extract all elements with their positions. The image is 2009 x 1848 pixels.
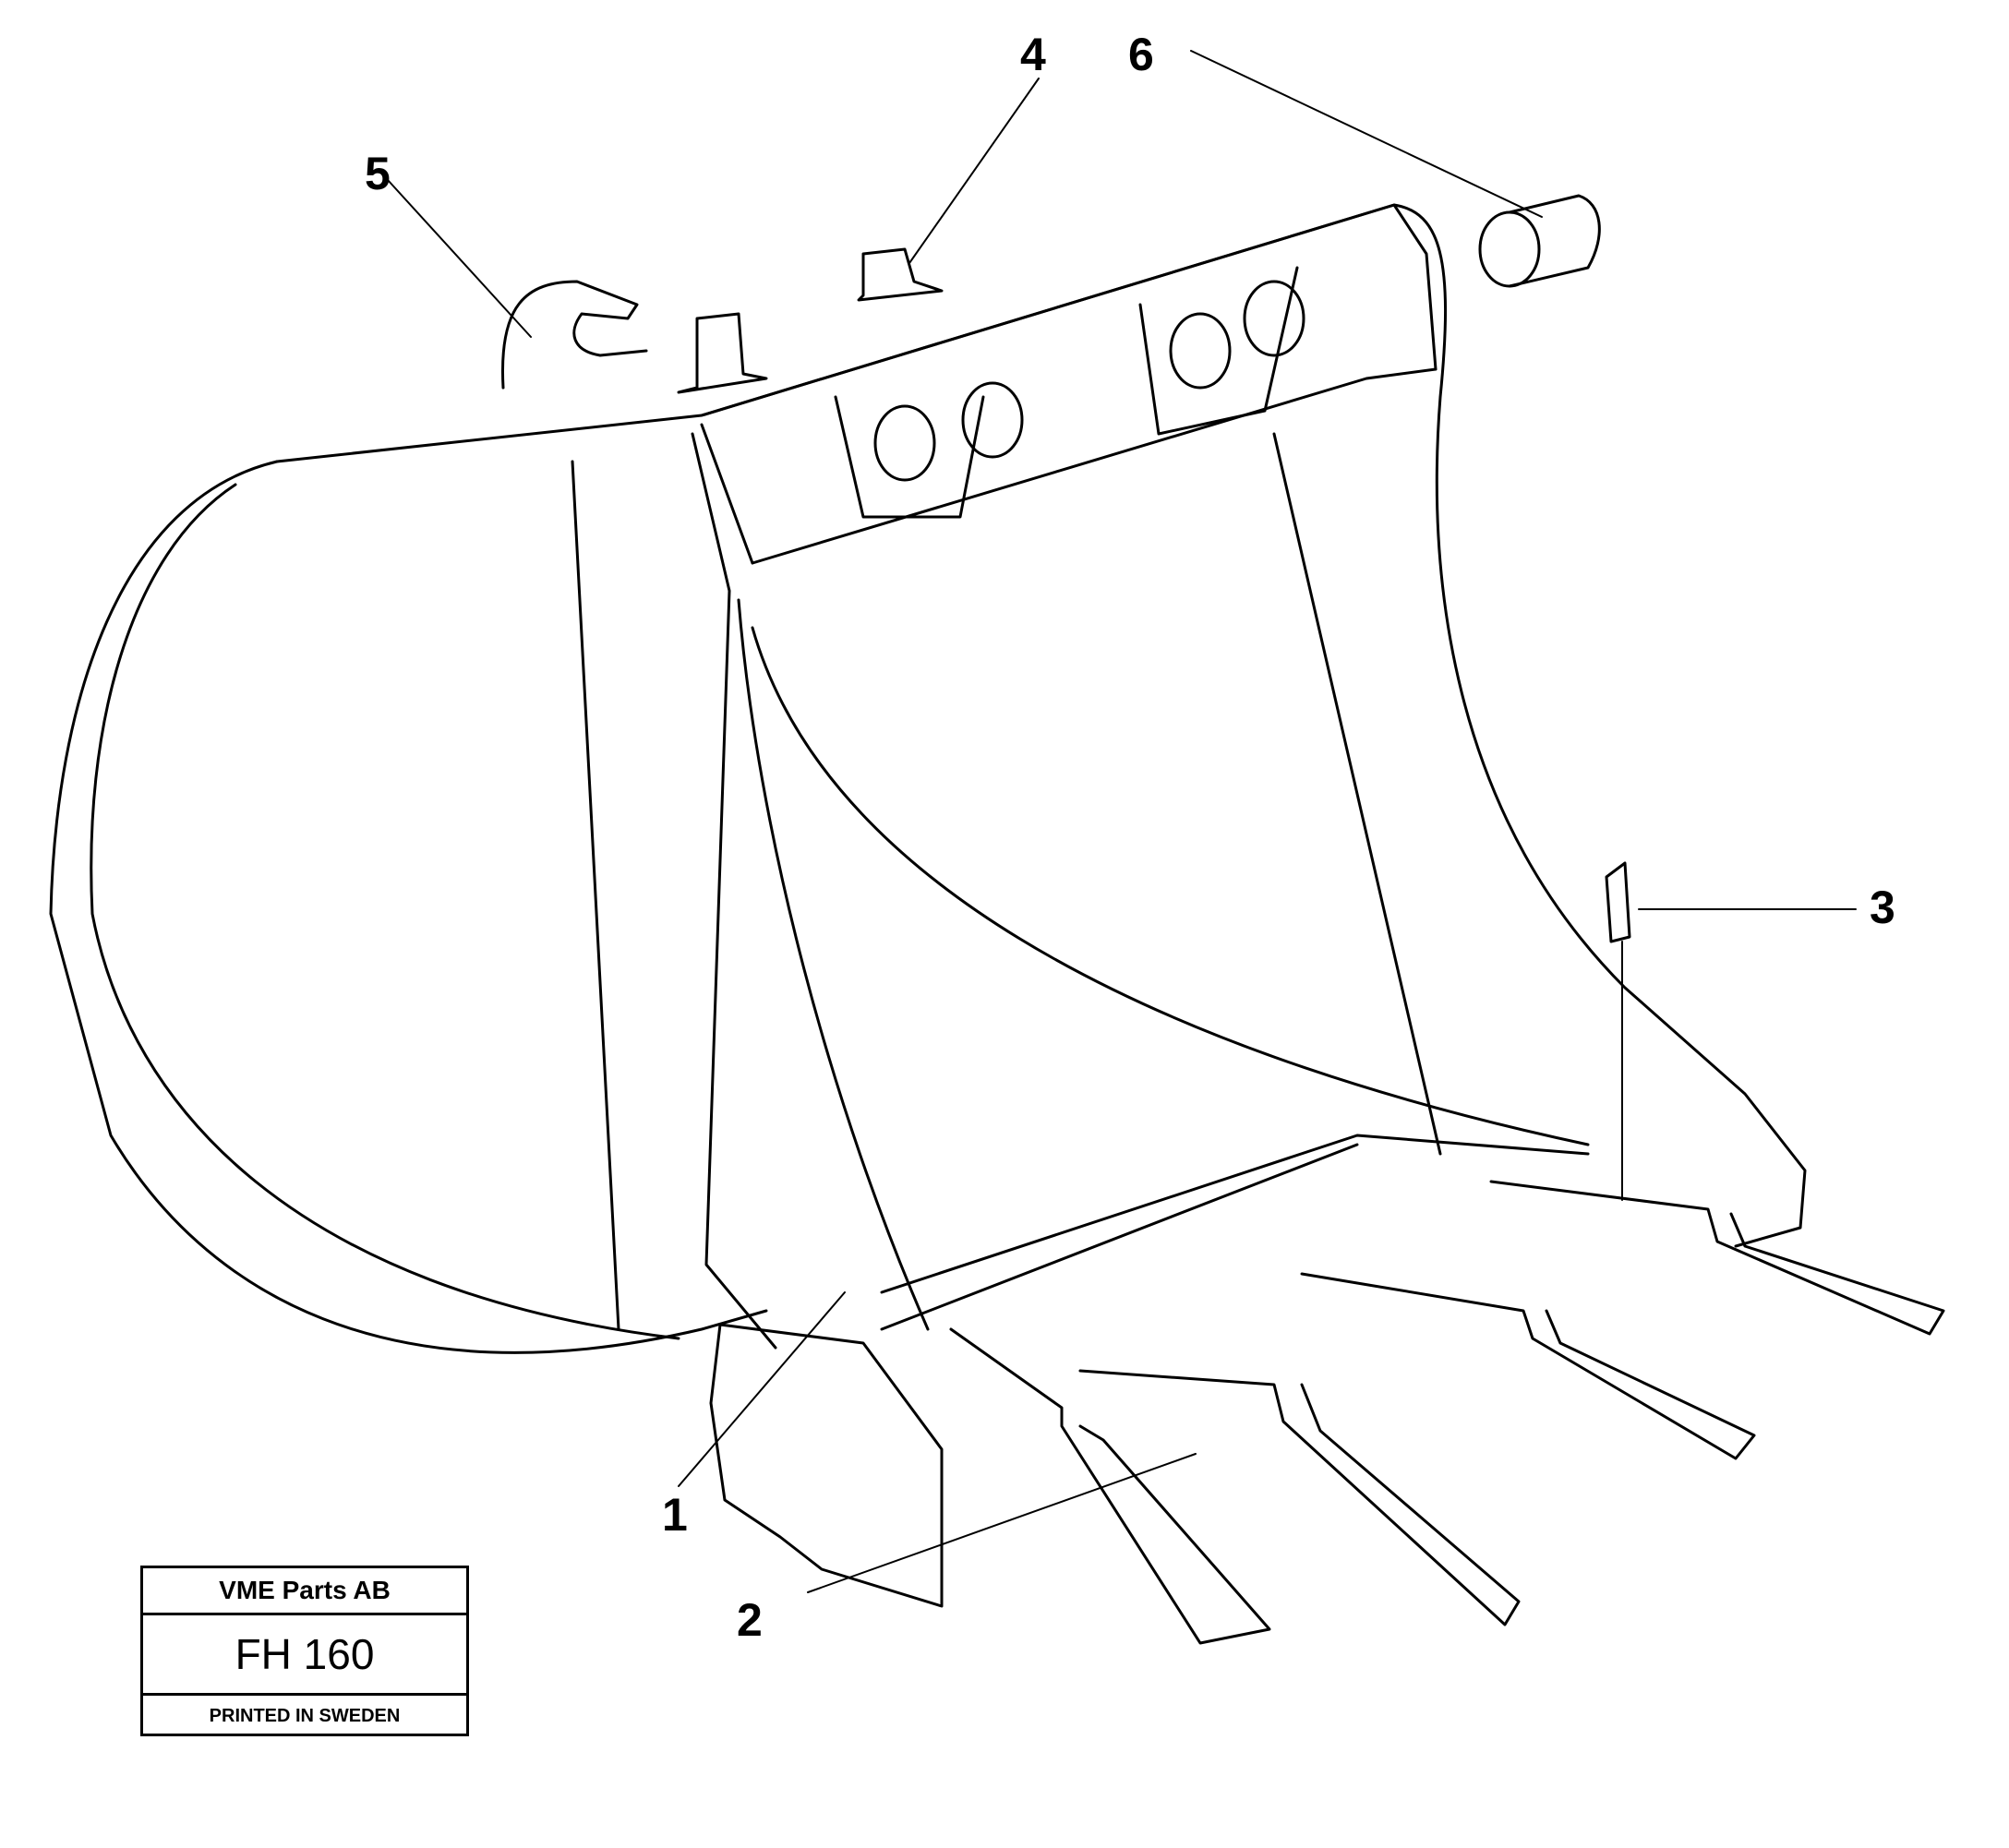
pin-body [1508, 194, 1601, 288]
callout-2: 2 [737, 1594, 763, 1646]
title-block: VME Parts AB FH 160 PRINTED IN SWEDEN [140, 1566, 469, 1736]
lifting-eye [857, 247, 944, 302]
printed-label: PRINTED IN SWEDEN [209, 1706, 401, 1726]
callout-1: 1 [662, 1489, 688, 1541]
leader-line-4 [908, 78, 1040, 264]
callout-5: 5 [365, 148, 391, 199]
callout-3: 3 [1870, 882, 1895, 933]
leader-line-2 [807, 1453, 1197, 1593]
pin-lug-hole [873, 404, 936, 482]
tooth-pin [1605, 861, 1631, 943]
callout-6: 6 [1128, 29, 1154, 80]
pin-end [1478, 210, 1541, 288]
model-number: FH 160 [143, 1615, 466, 1696]
hook [500, 280, 648, 390]
bucket-shell [275, 203, 1807, 1248]
leader-line-1 [678, 1291, 846, 1487]
lifting-eye [677, 312, 768, 394]
leader-line-5 [387, 179, 532, 338]
pin-lug-hole [1243, 280, 1305, 357]
bucket-side-curve [49, 460, 768, 1354]
tooth-row [949, 1180, 1945, 1645]
company-name: VME Parts AB [143, 1568, 466, 1615]
pin-lug-hole [1169, 312, 1232, 390]
callout-4: 4 [1020, 29, 1046, 80]
leader-line-6 [1190, 50, 1543, 218]
corner-segment [709, 1323, 944, 1608]
pin-lug-hole [961, 381, 1024, 459]
